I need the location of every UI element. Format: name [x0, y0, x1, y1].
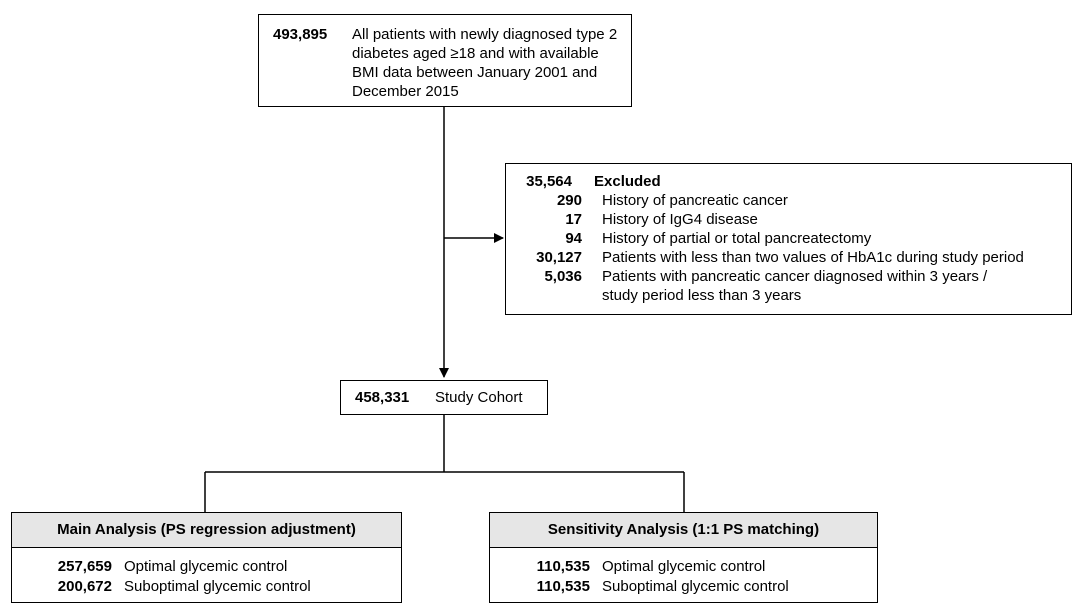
- excluded-item-count: 94: [565, 230, 582, 247]
- excluded-item-count: 5,036: [544, 268, 582, 285]
- excluded-item-text: History of IgG4 disease: [602, 211, 758, 228]
- main-analysis-title: Main Analysis (PS regression adjustment): [12, 513, 401, 548]
- excluded-item-count: 290: [556, 192, 582, 209]
- study-cohort-label: Study Cohort: [435, 389, 523, 406]
- sensitivity-analysis-row-text: Suboptimal glycemic control: [602, 578, 789, 595]
- excluded-item-text: History of pancreatic cancer: [602, 192, 788, 209]
- study-cohort-box: 458,331 Study Cohort: [340, 380, 548, 415]
- all-patients-box: 493,895 All patients with newly diagnose…: [258, 14, 632, 107]
- excluded-item-count: 17: [565, 211, 582, 228]
- sensitivity-analysis-row-count: 110,535: [536, 578, 590, 595]
- excluded-continuation-text: study period less than 3 years: [602, 287, 802, 304]
- excluded-item-count: 30,127: [536, 249, 582, 266]
- all-patients-description: All patients with newly diagnosed type 2…: [352, 26, 618, 100]
- main-analysis-row-text: Suboptimal glycemic control: [124, 578, 311, 595]
- main-analysis-row-count: 200,672: [57, 578, 112, 595]
- excluded-item-text: Patients with less than two values of Hb…: [602, 249, 1024, 266]
- sensitivity-analysis-row-count: 110,535: [536, 558, 590, 575]
- excluded-box: 35,564 Excluded 290 History of pancreati…: [505, 163, 1072, 315]
- sensitivity-analysis-title: Sensitivity Analysis (1:1 PS matching): [490, 513, 877, 548]
- sensitivity-analysis-box: Sensitivity Analysis (1:1 PS matching) 1…: [489, 512, 878, 603]
- main-analysis-box: Main Analysis (PS regression adjustment)…: [11, 512, 402, 603]
- main-analysis-row-count: 257,659: [57, 558, 112, 575]
- excluded-count: 35,564: [526, 173, 572, 190]
- excluded-item-text: Patients with pancreatic cancer diagnose…: [602, 268, 988, 285]
- main-analysis-row-text: Optimal glycemic control: [124, 558, 288, 575]
- all-patients-count: 493,895: [273, 26, 328, 43]
- excluded-item-text: History of partial or total pancreatecto…: [602, 230, 872, 247]
- study-cohort-count: 458,331: [355, 389, 410, 406]
- sensitivity-analysis-row-text: Optimal glycemic control: [602, 558, 766, 575]
- excluded-label: Excluded: [594, 173, 661, 190]
